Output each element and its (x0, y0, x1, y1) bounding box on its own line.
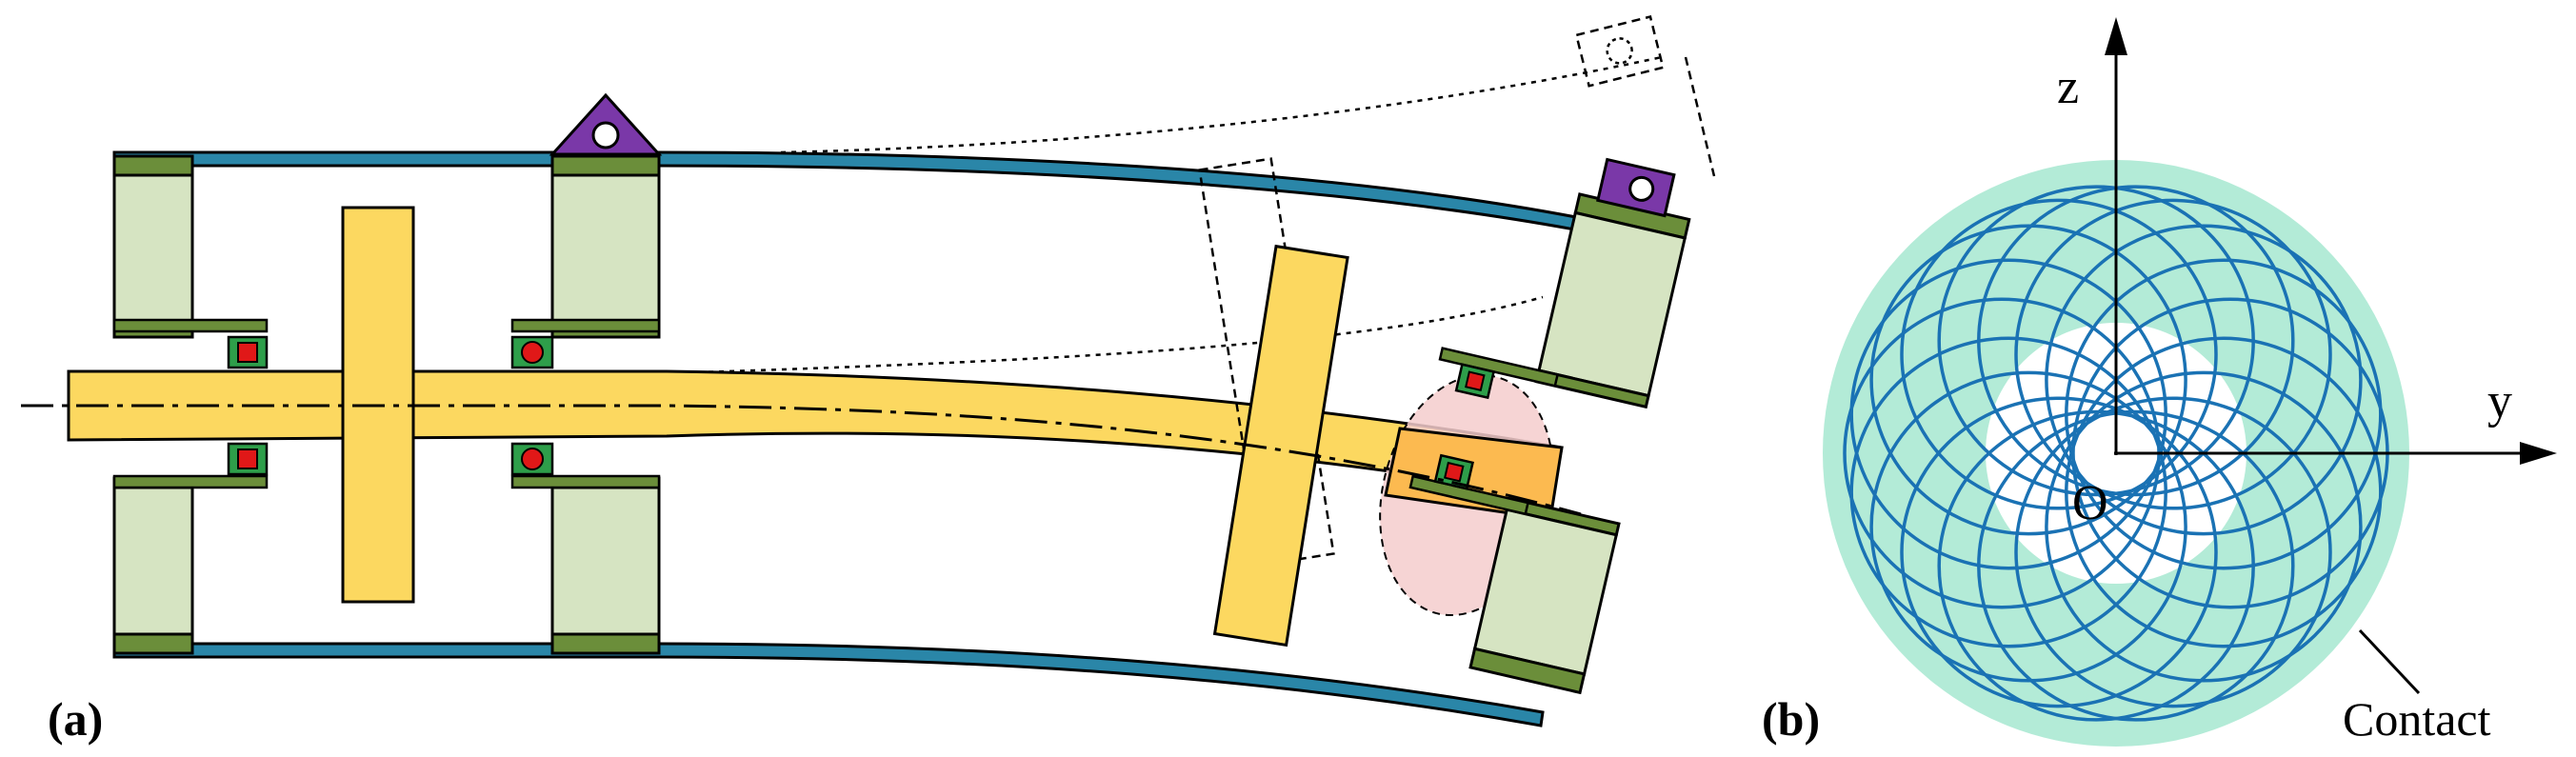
orbit-loop (2045, 370, 2363, 683)
y-axis-arrow (2520, 442, 2557, 465)
casing-shell-bottom (112, 642, 1545, 727)
panel-a-label: (a) (48, 692, 103, 746)
orbit-loop (2065, 258, 2383, 570)
deflected-mount-outline (1574, 15, 1665, 88)
orbit-loop (1849, 258, 2167, 570)
orbit-loop (2014, 198, 2332, 510)
panel-a-diagram: (a) (21, 15, 1716, 746)
contact-callout: Contact (2343, 692, 2491, 746)
origin-label: O (2072, 476, 2108, 530)
rotor-shaft (67, 369, 1564, 499)
orbit-loop (2045, 224, 2363, 536)
top-mount-bracket (549, 92, 663, 156)
bearing-housing-middle (510, 154, 661, 655)
orbit-loop (2014, 396, 2332, 708)
rotor-disk-right (1212, 244, 1349, 647)
bearing-housing-left (112, 154, 269, 655)
shaft-centerline (21, 404, 1582, 516)
rolling-bearing-middle (510, 335, 554, 476)
panel-b-orbit: z y O Contact (b) (1762, 17, 2557, 747)
rolling-bearing-left (227, 335, 269, 476)
deflection-envelope-mid (666, 295, 1544, 375)
orbit-loop (1869, 224, 2187, 536)
panel-b-label: (b) (1762, 692, 1820, 746)
z-axis-label: z (2057, 60, 2079, 114)
orbit-trajectory (1843, 185, 2389, 722)
y-axis-label: y (2487, 374, 2512, 428)
deflection-envelope-upper (780, 55, 1663, 154)
contact-leader-line (2358, 628, 2421, 695)
orbit-loop (1900, 396, 2218, 708)
orbit-loop (1869, 370, 2187, 683)
bearing-housing-right (1408, 157, 1691, 695)
deflected-casing-end-outline (1684, 56, 1716, 177)
casing-shell-top (112, 150, 1611, 238)
orbit-loop (1977, 185, 2295, 497)
orbit-loop (1937, 185, 2255, 497)
orbit-loop (1900, 198, 2218, 510)
z-axis-arrow (2105, 17, 2127, 55)
